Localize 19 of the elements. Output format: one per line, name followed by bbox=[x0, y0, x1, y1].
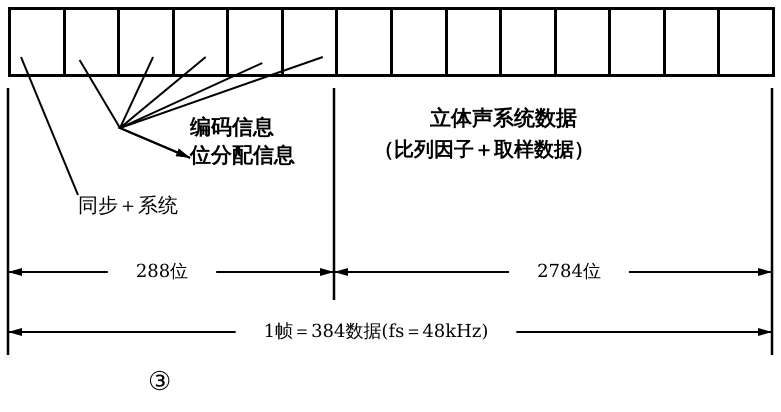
frame-slot bbox=[390, 7, 448, 77]
info-label: 位分配信息 bbox=[190, 142, 295, 169]
leader-line bbox=[20, 56, 79, 196]
frame-slot bbox=[117, 7, 175, 77]
frame-slot bbox=[8, 7, 66, 77]
leader-arrow bbox=[117, 56, 324, 159]
leader-label: 同步＋系统 bbox=[78, 193, 178, 217]
frame-slot bbox=[717, 7, 775, 77]
dimension-label: 1帧＝384数据(fs＝48kHz) bbox=[264, 321, 488, 343]
region-label: 立体声系统数据 bbox=[430, 106, 577, 132]
region-note: （比列因子＋取样数据） bbox=[374, 137, 594, 161]
frame-slot bbox=[608, 7, 666, 77]
frame-slot bbox=[335, 7, 393, 77]
dimension-label: 2784位 bbox=[537, 261, 601, 283]
frame-slot bbox=[226, 7, 284, 77]
info-label: 编码信息 bbox=[190, 114, 275, 141]
dimension-label: 288位 bbox=[136, 261, 188, 283]
frame-slot bbox=[499, 7, 557, 77]
figure-number: ③ bbox=[148, 367, 172, 398]
